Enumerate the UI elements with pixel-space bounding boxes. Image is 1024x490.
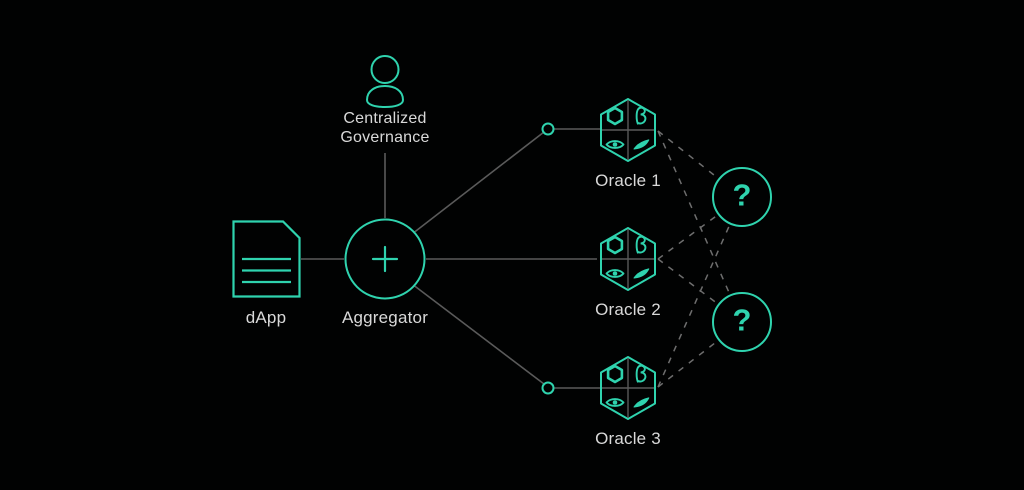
edge-oracle3-q2 [657, 321, 743, 388]
plus-circle-icon [344, 218, 426, 300]
document-icon [232, 220, 301, 298]
question-mark-1: ? [732, 177, 752, 213]
edge-aggregator-oracle1-diagonal [411, 131, 545, 235]
edge-oracle1-q2 [657, 130, 743, 323]
aggregator-label: Aggregator [341, 308, 429, 327]
edge-aggregator-oracle3-diagonal [411, 283, 545, 385]
oracle-3-label: Oracle 3 [595, 429, 661, 448]
solid-connector-edges [301, 128, 600, 389]
oracle-1-icon [599, 97, 657, 163]
edge-oracle3-q1 [657, 196, 743, 388]
oracle-2-label: Oracle 2 [595, 300, 661, 319]
bend-dot-bottom [541, 381, 555, 395]
question-circle-1 [712, 167, 772, 227]
person-icon [365, 55, 405, 109]
oracle-3-icon [599, 355, 657, 421]
dapp-label: dApp [245, 308, 287, 327]
oracle-2-icon [599, 226, 657, 292]
bend-dot-top [541, 122, 555, 136]
edge-oracle2-q1 [657, 196, 743, 260]
oracle-1-label: Oracle 1 [595, 171, 661, 190]
question-mark-2: ? [732, 302, 752, 338]
governance-label: Centralized Governance [340, 110, 430, 146]
question-circle-2 [712, 292, 772, 352]
edge-oracle1-q1 [657, 130, 743, 198]
dashed-consensus-edges [657, 130, 743, 388]
plus-icon [371, 245, 399, 273]
